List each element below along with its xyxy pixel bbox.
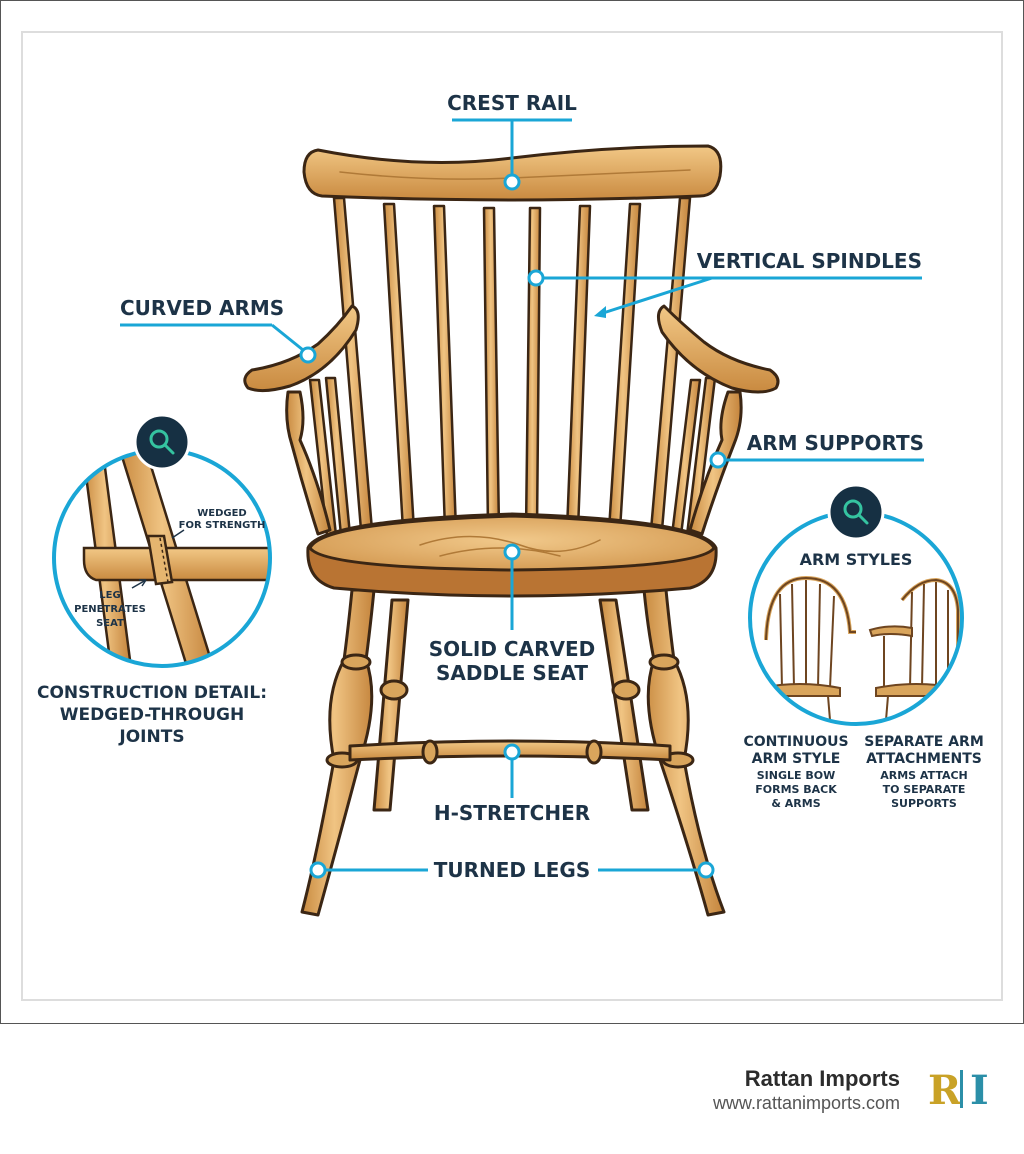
separate-desc-line2: TO SEPARATE [883, 783, 966, 796]
continuous-desc-line3: & ARMS [771, 797, 820, 810]
vertical-spindles [308, 196, 717, 537]
continuous-desc-line2: FORMS BACK [755, 783, 837, 796]
separate-desc-line1: ARMS ATTACH [880, 769, 968, 782]
brand-logo: R I [928, 1067, 989, 1114]
continuous-title-line2: ARM STYLE [752, 751, 841, 767]
logo-letter-i: I [970, 1067, 989, 1114]
label-vertical-spindles: VERTICAL SPINDLES [697, 249, 922, 273]
label-h-stretcher: H-STRETCHER [434, 801, 590, 825]
brand-name: Rattan Imports [744, 1066, 900, 1091]
label-arm-supports: ARM SUPPORTS [747, 431, 924, 455]
magnifier-icon [843, 499, 869, 525]
label-saddle-seat-line2: SADDLE SEAT [436, 661, 588, 685]
label-turned-legs: TURNED LEGS [434, 858, 590, 882]
footer-brand-bar: Rattan Imports www.rattanimports.com R I [0, 1024, 1024, 1154]
callout-leg-line2: PENETRATES [74, 604, 146, 615]
logo-divider [960, 1070, 963, 1108]
construction-title-line2: WEDGED-THROUGH [60, 705, 244, 725]
construction-title-line3: JOINTS [118, 727, 184, 747]
chair-illustration [243, 144, 780, 917]
continuous-desc-line1: SINGLE BOW [757, 769, 835, 782]
curved-arm-left [243, 304, 360, 393]
continuous-title-line1: CONTINUOUS [743, 734, 848, 750]
label-saddle-seat-line1: SOLID CARVED [429, 637, 595, 661]
label-crest-rail: CREST RAIL [447, 91, 577, 115]
curved-arm-right [657, 304, 780, 394]
spindles-arrowhead [594, 306, 606, 318]
label-dots [299, 173, 727, 879]
magnifier-icon [149, 429, 175, 455]
separate-title-line1: SEPARATE ARM [864, 734, 984, 750]
separate-desc-line3: SUPPORTS [891, 797, 957, 810]
construction-title-line1: CONSTRUCTION DETAIL: [37, 683, 267, 703]
separate-title-line2: ATTACHMENTS [866, 751, 982, 767]
callout-leg-line3: SEAT [96, 618, 124, 629]
construction-detail-inset: WEDGED FOR STRENGTH LEG PENETRATES SEAT [52, 413, 272, 668]
callout-wedged-line1: WEDGED [197, 508, 247, 519]
arm-styles-title: ARM STYLES [800, 550, 913, 569]
logo-letter-r: R [928, 1067, 962, 1114]
brand-url[interactable]: www.rattanimports.com [712, 1093, 900, 1113]
arm-support-left [285, 390, 332, 536]
callout-wedged-line2: FOR STRENGTH [179, 520, 266, 531]
label-curved-arms: CURVED ARMS [120, 296, 284, 320]
callout-leg-line1: LEG [99, 590, 120, 601]
